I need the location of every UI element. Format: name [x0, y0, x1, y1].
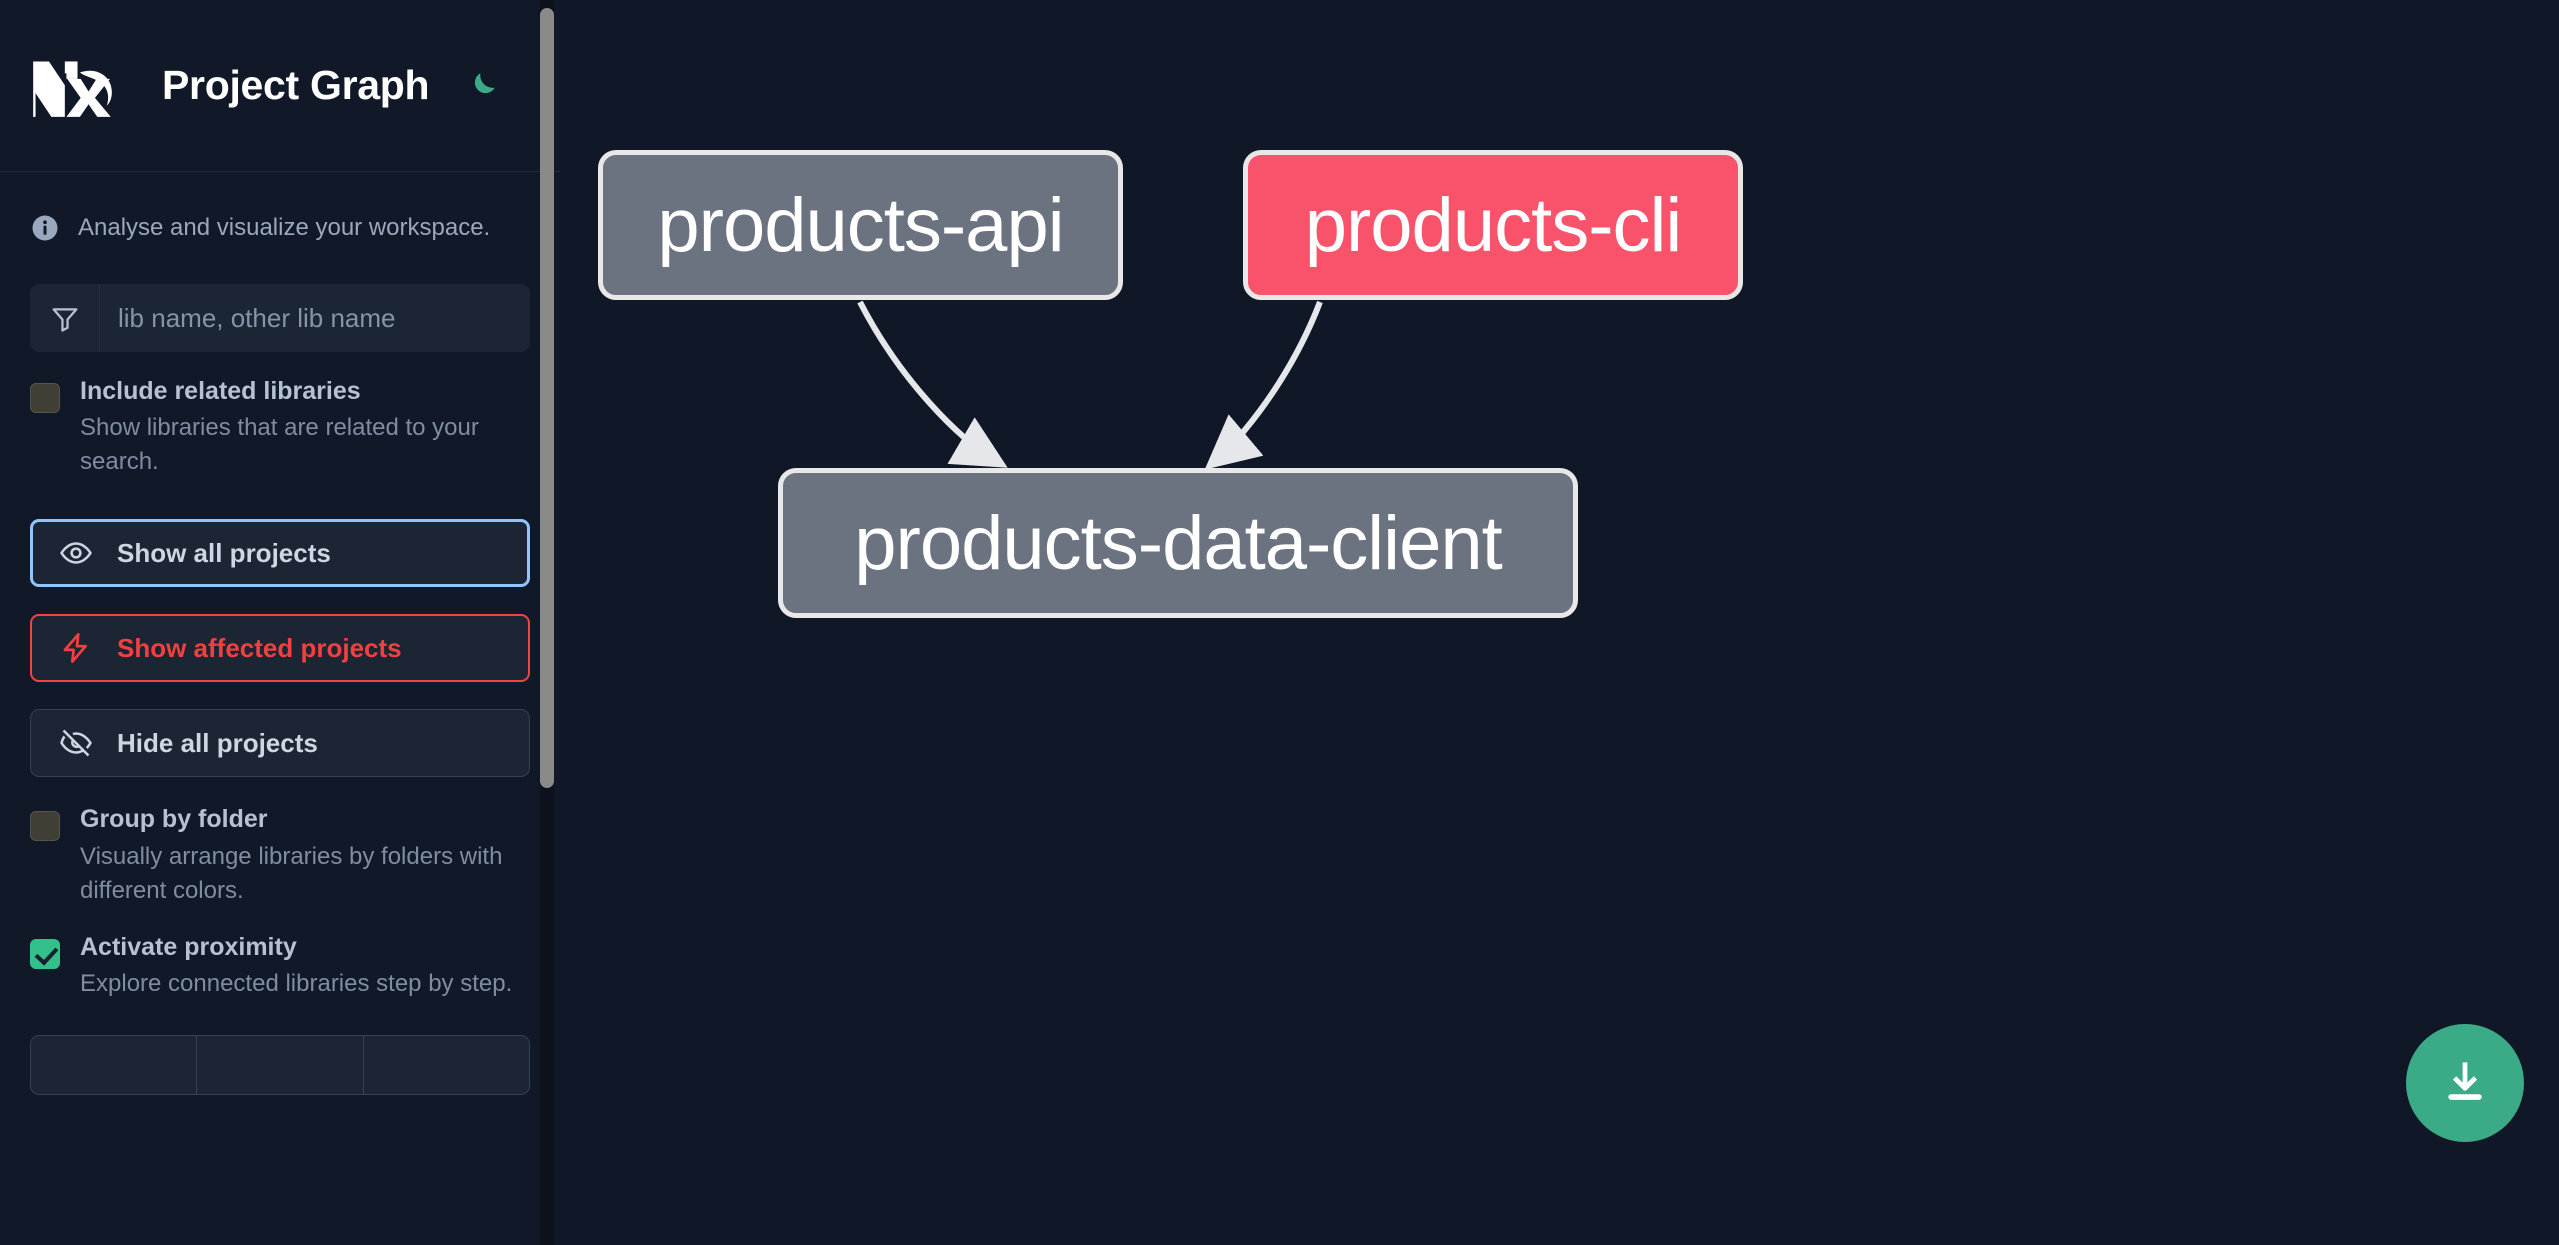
hide-all-projects-button[interactable]: Hide all projects [30, 709, 530, 778]
option-description: Show libraries that are related to your … [80, 414, 479, 476]
download-image-button[interactable] [2406, 1024, 2524, 1142]
option-activate-proximity[interactable]: Activate proximity Explore connected lib… [0, 932, 560, 1001]
download-icon [2439, 1055, 2491, 1112]
graph-node-products-cli[interactable]: products-cli [1243, 150, 1743, 300]
option-label: Group by folder [80, 805, 268, 834]
checkbox-group-by-folder[interactable] [30, 811, 60, 842]
sidebar-header: Project Graph [0, 0, 560, 172]
subtitle-text: Analyse and visualize your workspace. [78, 214, 491, 241]
graph-node-products-data-client[interactable]: products-data-client [778, 468, 1578, 618]
option-label: Include related libraries [80, 377, 361, 405]
proximity-segmented-control[interactable] [30, 1035, 530, 1096]
eye-off-icon [59, 726, 93, 760]
segment-option[interactable] [31, 1036, 198, 1095]
show-all-projects-button[interactable]: Show all projects [30, 519, 530, 588]
nx-logo [30, 55, 125, 117]
search-field[interactable] [30, 284, 530, 352]
edge-products-api-to-products-data-client [857, 300, 1008, 468]
graph-node-products-api[interactable]: products-api [598, 150, 1123, 300]
workspace-subtitle: Analyse and visualize your workspace. [0, 172, 560, 284]
segment-option[interactable] [197, 1036, 364, 1095]
eye-icon [59, 536, 93, 570]
checkbox-activate-proximity[interactable] [30, 938, 60, 969]
option-description: Visually arrange libraries by folders wi… [80, 842, 503, 904]
node-label: products-api [657, 182, 1064, 268]
search-input[interactable] [100, 284, 530, 352]
filter-icon [30, 284, 100, 352]
visibility-button-group: Show all projects Show affected projects [30, 519, 530, 778]
sidebar: Project Graph Analyse and visualize your… [0, 0, 560, 1245]
info-icon [30, 213, 60, 243]
checkbox-include-related-libraries[interactable] [30, 383, 60, 413]
show-affected-projects-button[interactable]: Show affected projects [30, 614, 530, 683]
lightning-bolt-icon [59, 631, 93, 665]
sidebar-scrollbar-thumb[interactable] [540, 8, 554, 788]
button-label: Show affected projects [117, 632, 402, 663]
button-label: Hide all projects [117, 727, 318, 758]
edge-products-cli-to-products-data-client [1204, 300, 1323, 470]
graph-canvas[interactable]: products-api products-cli products-data-… [560, 0, 2559, 1245]
segment-option[interactable] [364, 1036, 529, 1094]
node-label: products-cli [1304, 182, 1683, 268]
page-title: Project Graph [162, 62, 430, 108]
option-label: Activate proximity [80, 932, 297, 961]
option-include-related-libraries[interactable]: Include related libraries Show libraries… [0, 376, 560, 479]
button-label: Show all projects [117, 537, 331, 568]
node-label: products-data-client [854, 500, 1502, 586]
option-description: Explore connected libraries step by step… [80, 970, 513, 998]
option-group-by-folder[interactable]: Group by folder Visually arrange librari… [0, 804, 560, 907]
moon-icon[interactable] [465, 69, 499, 103]
